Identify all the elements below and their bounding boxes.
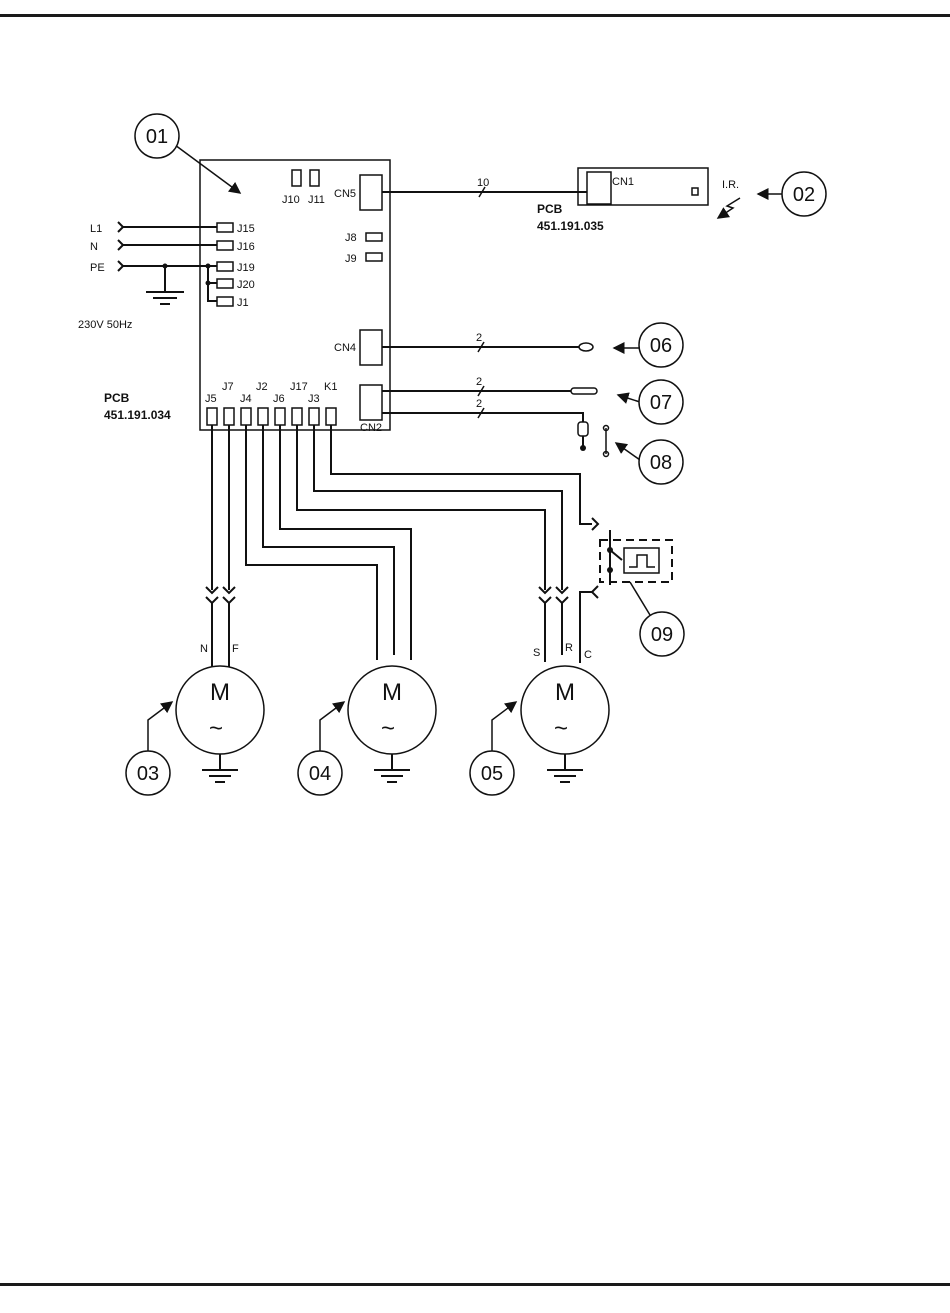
sensor-07 [571, 388, 597, 394]
j15-label: J15 [237, 223, 255, 235]
j10-label: J10 [282, 194, 300, 206]
motor-03-term-f: F [232, 643, 239, 655]
svg-text:~: ~ [554, 715, 568, 742]
j9-connector [366, 253, 382, 261]
j19-connector [217, 262, 233, 271]
main-pcb-label: PCB [104, 391, 130, 405]
callout-05: 05 [470, 751, 514, 795]
j3-label: J3 [308, 393, 320, 405]
j10-connector [292, 170, 301, 186]
callout-04: 04 [298, 751, 342, 795]
cn1-connector [587, 172, 611, 204]
j20-label: J20 [237, 279, 255, 291]
callout-01: 01 [135, 114, 179, 158]
j2-label: J2 [256, 381, 268, 393]
svg-text:06: 06 [650, 335, 672, 357]
switch-08 [578, 422, 609, 457]
cn2-connector [360, 385, 382, 420]
j4-label: J4 [240, 393, 252, 405]
pe-label: PE [90, 262, 105, 274]
svg-text:05: 05 [481, 763, 503, 785]
cn5-connector [360, 175, 382, 210]
j8-label: J8 [345, 232, 357, 244]
svg-text:07: 07 [650, 392, 672, 414]
motor-05-term-c: C [584, 649, 592, 661]
j9-label: J9 [345, 253, 357, 265]
j16-label: J16 [237, 241, 255, 253]
ir-pcb-label: PCB [537, 202, 563, 216]
callout-02: 02 [782, 172, 826, 216]
callout-09: 09 [640, 612, 684, 656]
l1-label: L1 [90, 223, 102, 235]
ir-signal-icon [718, 198, 740, 218]
main-pcb-number: 451.191.034 [104, 408, 171, 422]
motor-03-term-n: N [200, 643, 208, 655]
svg-text:M: M [210, 679, 230, 706]
motor-03: M ~ [176, 666, 264, 782]
k1-label: K1 [324, 381, 337, 393]
j17-label: J17 [290, 381, 308, 393]
voltage-label: 230V 50Hz [78, 319, 132, 331]
cn5-label: CN5 [334, 188, 356, 200]
j5-label: J5 [205, 393, 217, 405]
callout-07: 07 [639, 380, 683, 424]
j8-connector [366, 233, 382, 241]
motor-05-term-r: R [565, 642, 573, 654]
svg-text:01: 01 [146, 126, 168, 148]
motor-05: M ~ [521, 666, 609, 782]
j1-connector [217, 297, 233, 306]
j16-connector [217, 241, 233, 250]
j11-connector [310, 170, 319, 186]
thermal-protector-09 [600, 530, 672, 585]
cn2-label: CN2 [360, 422, 382, 434]
svg-text:M: M [555, 679, 575, 706]
callout-06: 06 [639, 323, 683, 367]
j11-label: J11 [308, 194, 325, 206]
j1-label: J1 [237, 297, 249, 309]
motor-05-term-s: S [533, 647, 540, 659]
j6-label: J6 [273, 393, 285, 405]
svg-text:08: 08 [650, 452, 672, 474]
cn4-label: CN4 [334, 342, 356, 354]
callout-08: 08 [639, 440, 683, 484]
svg-text:~: ~ [209, 715, 223, 742]
ir-pcb-number: 451.191.035 [537, 219, 604, 233]
j7-label: J7 [222, 381, 234, 393]
motor-04: M ~ [348, 666, 436, 782]
svg-text:02: 02 [793, 184, 815, 206]
ir-receiver [692, 188, 698, 195]
cn5-wire-count: 10 [477, 177, 489, 189]
cn2-top-wire-count: 2 [476, 376, 482, 388]
sensor-06 [579, 343, 593, 351]
callout-03: 03 [126, 751, 170, 795]
cn4-wire-count: 2 [476, 332, 482, 344]
j15-connector [217, 223, 233, 232]
svg-text:09: 09 [651, 624, 673, 646]
svg-text:M: M [382, 679, 402, 706]
ir-label: I.R. [722, 179, 739, 191]
j19-label: J19 [237, 262, 255, 274]
n-label: N [90, 241, 98, 253]
cn2-bottom-wire-count: 2 [476, 398, 482, 410]
svg-text:03: 03 [137, 763, 159, 785]
cn4-connector [360, 330, 382, 365]
svg-text:04: 04 [309, 763, 331, 785]
j20-connector [217, 279, 233, 288]
svg-text:~: ~ [381, 715, 395, 742]
cn1-label: CN1 [612, 176, 634, 188]
